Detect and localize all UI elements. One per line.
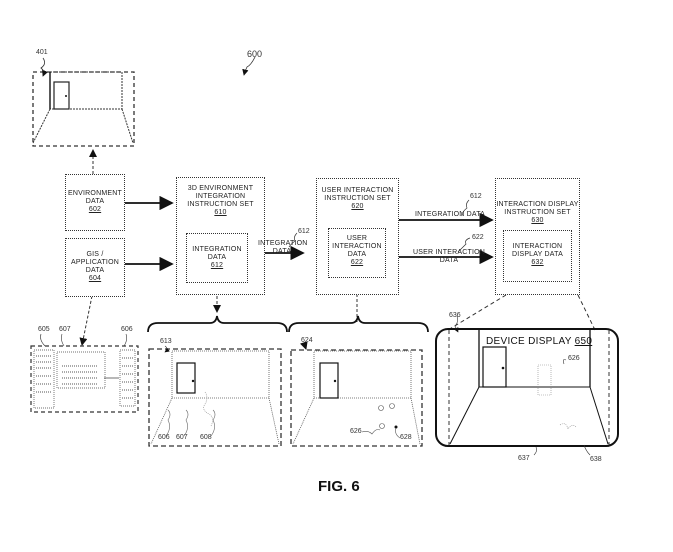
gis-application-data-box: GIS / APPLICATION DATA 604 (65, 238, 125, 297)
ref-628: 628 (400, 434, 412, 441)
ref-606-view: 606 (158, 434, 170, 441)
leader-606 (123, 333, 127, 347)
leader-612b (460, 199, 470, 217)
leader-626b (563, 359, 567, 365)
gis-data-line3: DATA (85, 267, 105, 274)
ref-613: 613 (160, 338, 172, 345)
projection-right (577, 294, 596, 331)
ref-401: 401 (36, 49, 48, 56)
brace-integrated-view (147, 315, 288, 333)
leader-624 (299, 341, 308, 350)
environment-data-line2: DATA (85, 198, 105, 205)
ref-608: 608 (200, 434, 212, 441)
device-display-ref: 650 (574, 336, 593, 347)
environment-data-ref: 602 (88, 206, 102, 213)
figure-caption: FIG. 6 (318, 478, 360, 495)
interaction-display-set-ref: 630 (531, 217, 544, 224)
leader-636 (453, 315, 459, 333)
user-interaction-set-line1: USER INTERACTION (321, 187, 394, 194)
arrow-label-integration-data: INTEGRATION DATA (258, 240, 308, 256)
device-display-title: DEVICE DISPLAY 650 (486, 336, 592, 347)
user-interaction-data-line2: INTERACTION (332, 243, 382, 250)
integrated-view-panel (148, 348, 282, 447)
environment-view-panel (32, 71, 135, 147)
leader-637 (533, 446, 537, 456)
user-interaction-set-ref: 620 (351, 203, 364, 210)
device-display-panel (435, 328, 619, 447)
leader-607 (61, 333, 65, 347)
arrow-label-line1: INTEGRATION (258, 240, 308, 247)
ref-626: 626 (350, 428, 362, 435)
ref-606: 606 (121, 326, 133, 333)
leader-600 (242, 56, 256, 76)
leader-626 (361, 429, 381, 435)
env-integration-instruction-set-box: 3D ENVIRONMENT INTEGRATION INSTRUCTION S… (176, 177, 265, 295)
ref-636: 636 (449, 312, 461, 319)
gis-data-ref: 604 (88, 275, 102, 282)
figure-ref-600: 600 (247, 49, 263, 59)
arrow-label-uid-line1: USER INTERACTION (412, 249, 486, 256)
leader-608 (210, 409, 216, 437)
interaction-display-data-ref: 632 (531, 259, 544, 266)
leader-605 (40, 333, 46, 347)
leader-606b (165, 409, 171, 437)
leader-638 (583, 444, 591, 456)
projection-left (447, 294, 507, 331)
integration-data-ref: 612 (210, 262, 224, 269)
ref-607-view: 607 (176, 434, 188, 441)
ref-607: 607 (59, 326, 71, 333)
gis-data-title: GIS / (86, 251, 104, 258)
arrow-label-user-interaction-data: USER INTERACTION DATA (404, 249, 494, 265)
env-integration-ref: 610 (214, 209, 227, 216)
arrow-label-uid-line2: DATA (439, 257, 459, 264)
env-integration-line1: 3D ENVIRONMENT (187, 185, 254, 192)
user-interaction-instruction-set-box: USER INTERACTION INSTRUCTION SET 620 USE… (316, 178, 399, 295)
arrow-gis-to-screen (79, 295, 93, 346)
environment-data-title: ENVIRONMENT (68, 190, 122, 197)
integration-data-line1: INTEGRATION (192, 246, 242, 253)
interaction-view-panel (290, 349, 423, 447)
brace-interaction-view (288, 315, 429, 333)
leader-612a (288, 232, 298, 248)
ref-637: 637 (518, 455, 530, 462)
ref-612-arrow1: 612 (298, 228, 310, 235)
interaction-display-data-line2: DISPLAY DATA (512, 251, 563, 258)
device-display-title-text: DEVICE DISPLAY (486, 336, 572, 347)
integration-data-line2: DATA (207, 254, 227, 261)
user-interaction-data-line3: DATA (347, 251, 367, 258)
integration-data-box: INTEGRATION DATA 612 (186, 233, 248, 283)
ref-605: 605 (38, 326, 50, 333)
gis-data-line2: APPLICATION (71, 259, 119, 266)
user-interaction-data-box: USER INTERACTION DATA 622 (328, 228, 386, 278)
gis-screen-panel (30, 345, 139, 413)
leader-607b (183, 409, 189, 437)
interaction-display-data-box: INTERACTION DISPLAY DATA 632 (503, 230, 572, 282)
user-interaction-data-ref: 622 (350, 259, 364, 266)
interaction-display-set-line1: INTERACTION DISPLAY (496, 201, 579, 208)
arrow-label-integration-data-2: INTEGRATION DATA (414, 211, 486, 218)
env-integration-line2: INTEGRATION (195, 193, 246, 200)
interaction-display-data-line1: INTERACTION (512, 243, 563, 250)
leader-622b (457, 237, 471, 253)
user-interaction-data-line1: USER (346, 235, 368, 242)
ref-622-arrow: 622 (472, 234, 484, 241)
ref-624: 624 (301, 337, 313, 344)
leader-401 (40, 57, 49, 77)
environment-data-box: ENVIRONMENT DATA 602 (65, 174, 125, 231)
arrow-label-line2: DATA (272, 248, 292, 255)
interaction-display-instruction-set-box: INTERACTION DISPLAY INSTRUCTION SET 630 … (495, 178, 580, 295)
ref-626-display: 626 (568, 355, 580, 362)
leader-628 (395, 427, 401, 439)
leader-613 (164, 345, 170, 353)
ref-612-arrow2: 612 (470, 193, 482, 200)
ref-638: 638 (590, 456, 602, 463)
user-interaction-set-line2: INSTRUCTION SET (324, 195, 391, 202)
env-integration-line3: INSTRUCTION SET (187, 201, 254, 208)
interaction-display-set-line2: INSTRUCTION SET (504, 209, 571, 216)
